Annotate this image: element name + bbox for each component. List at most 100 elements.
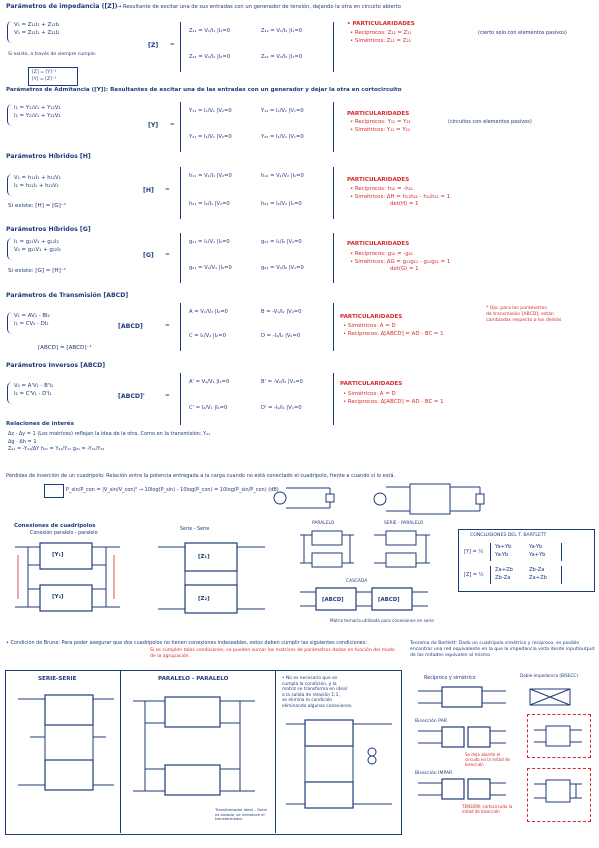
z-eq-1: V₁ = Z₁₁I₁ + Z₁₂I₂: [14, 22, 60, 28]
inv-a-cell: A' = V₂/V₁ |I₁=0: [189, 379, 230, 385]
h-brace: [7, 174, 13, 196]
bart-note-1: Se deja abierto el circuito en la mitad …: [465, 752, 510, 767]
abcd-b-cell: B = -V₁/I₂ |V₂=0: [261, 309, 302, 315]
inv-part-1: • Simétricos: A = D: [343, 391, 396, 397]
abcd-matrix: A = V₁/V₂ |I₂=0 B = -V₁/I₂ |V₂=0 C = I₁/…: [180, 303, 334, 351]
g-title: Parámetros Híbridos [G]: [6, 226, 91, 233]
abcd-note: [ABCD] = [ABCD]⁻¹: [38, 345, 92, 351]
h-eq-2: I₂ = h₂₁I₁ + h₂₂V₂: [14, 182, 59, 189]
conn-title: Conexiones de cuadripolos: [14, 523, 96, 529]
z-title: Parámetros de impedancia ([Z]): [6, 3, 118, 10]
brune-outer-box: [5, 670, 402, 835]
brune-divider-1: [120, 670, 121, 833]
g-brace: [7, 238, 13, 260]
h-part-3: det(H) = 1: [390, 201, 419, 208]
y-eq-1: I₁ = Y₁₁V₁ + Y₁₂V₂: [14, 105, 61, 111]
bartlett-z-matrix: Za+Zb Zb-Za Zb-Za Za+Zb: [490, 566, 562, 584]
g22-cell: g₂₂ = V₂/I₂ |V₁=0: [261, 265, 304, 271]
brune-paralelo-title: PARALELO - PARALELO: [158, 676, 229, 682]
ins-circuit-1: [273, 487, 335, 509]
z-note1: Si existe, a través de siempre cumple:: [8, 52, 97, 57]
z-part-1: • Recíprocos: Z₁₂ = Z₂₁: [350, 30, 412, 36]
z-part-note: (cierto solo con elementos pasivos): [478, 30, 567, 36]
y22-cell: Y₂₂ = I₂/V₂ |V₁=0: [261, 134, 304, 140]
inv-equations: V₂ = A'V₁ - B'I₁ I₂ = C'V₁ - D'I₁: [14, 383, 53, 398]
bart-z-21: Zb-Za: [495, 575, 511, 581]
inv-part-list: • Simétricos: A = D • Recíprocos: Δ[ABCD…: [343, 391, 444, 406]
g-equations: I₁ = g₁₁V₁ + g₁₂I₂ V₂ = g₂₁V₁ + g₂₂I₂: [14, 239, 61, 254]
z-eq-2: V₂ = Z₂₁I₁ + Z₂₂I₂: [14, 29, 60, 36]
y-equals: =: [170, 122, 175, 128]
ins-ratio-box: [44, 484, 64, 498]
bart-y-11: Ya+Yb: [495, 544, 512, 550]
cascade-diagram: [300, 587, 428, 611]
abcd-part-title: PARTICULARIDADES: [340, 314, 403, 320]
z-matrix-label: [Z]: [148, 42, 159, 49]
abcd-brace: [7, 312, 13, 334]
brune-mid-5: se elimina la condición: [282, 698, 333, 704]
brune-mid-1: • No es necesario que se: [282, 676, 338, 681]
bartlett-par-redbox: [527, 714, 591, 758]
conn-sub: Conexión paralelo - paralelo: [30, 531, 98, 536]
g-part-list: • Recíprocos: g₁₂ = -g₂₁ • Simétricos: Δ…: [350, 251, 450, 274]
brune-mid-4: a la salida de relación 1:1,: [282, 692, 340, 698]
y2-block-label: [Y₂]: [52, 594, 64, 600]
inv-c-cell: C' = I₂/V₁ |I₁=0: [189, 405, 228, 411]
h-equations: V₁ = h₁₁I₁ + h₁₂V₂ I₂ = h₂₁I₁ + h₂₂V₂: [14, 175, 61, 190]
ins-circuit-2: [373, 483, 485, 515]
z12-cell: Z₁₂ = V₁/I₂ |I₁=0: [261, 28, 302, 34]
h-matrix-label: [H]: [143, 187, 154, 194]
abcd-matrix-label: [ABCD]: [118, 323, 143, 330]
inv-brace: [7, 382, 13, 404]
bart-rec: Recíproco y simétrico: [424, 676, 476, 681]
g11-cell: g₁₁ = I₁/V₁ |I₂=0: [189, 239, 230, 245]
inv-equals: =: [165, 393, 170, 399]
z-equals: =: [170, 42, 175, 48]
bart-note-2: TENSIÓN: cortocircuito la mitad de bisec…: [462, 804, 513, 814]
z11-cell: Z₁₁ = V₁/I₁ |I₂=0: [189, 28, 230, 34]
z-part-title: • PARTICULARIDADES: [347, 21, 415, 27]
brune-caption: Transformador ideal – Serie es aislado, …: [215, 807, 267, 822]
y-title: Parámetros de Admitancia ([Y]): Resultan…: [6, 87, 402, 93]
conn-paralelo: PARALELO: [312, 521, 335, 526]
bartlett-symmetric-diagram: [418, 686, 506, 708]
g-part-3: det(G) = 1: [390, 266, 419, 273]
z-inverse-box: [28, 67, 78, 86]
abcd-a-cell: A = V₁/V₂ |I₂=0: [189, 309, 228, 315]
serie-serie-diagram: [158, 542, 265, 614]
brune-serie-diagram: [18, 694, 114, 791]
bartlett-impar-half: [534, 779, 582, 803]
abcd-title: Parámetros de Transmisión [ABCD]: [6, 292, 129, 299]
z22-cell: Z₂₂ = V₂/I₂ |I₁=0: [261, 54, 302, 60]
z-matrix: Z₁₁ = V₁/I₁ |I₂=0 Z₁₂ = V₁/I₂ |I₁=0 Z₂₁ …: [180, 22, 334, 72]
y-matrix: Y₁₁ = I₁/V₁ |V₂=0 Y₁₂ = I₁/V₂ |V₁=0 Y₂₁ …: [180, 102, 334, 152]
g-part-1: • Recíprocos: g₁₂ = -g₂₁: [350, 251, 413, 257]
y-matrix-label: [Y]: [148, 122, 159, 129]
h11-cell: h₁₁ = V₁/I₁ |V₂=0: [189, 173, 232, 179]
bart-eq: Doble-impedancia (BISECC): [520, 673, 578, 678]
bart-y-12: Ya-Yb: [529, 544, 543, 550]
abcd-red-note-3: cambiadas respecto a los demás: [486, 318, 562, 324]
bart-z-22: Za+Zb: [529, 575, 547, 581]
bart-title: Teorema de Bartlett: Dado un cuadripolo …: [410, 641, 595, 658]
brune-paralelo-diagram: [133, 696, 255, 796]
abcd-c-cell: C = I₁/V₂ |I₂=0: [189, 333, 226, 339]
h-part-2: • Simétricos: ΔH = h₁₁h₂₂ - h₁₂h₂₁ = 1: [350, 193, 451, 200]
y-part-list: • Recíprocos: Y₁₂ = Y₂₁ • Simétricos: Y₁…: [350, 119, 411, 134]
abcd-part-list: • Simétricos: A = D • Recíprocos: Δ[ABCD…: [343, 323, 444, 338]
h-part-1: • Recíprocos: h₁₂ = -h₂₁: [350, 186, 413, 192]
y11-cell: Y₁₁ = I₁/V₁ |V₂=0: [189, 108, 232, 114]
h-title: Parámetros Híbridos [H]: [6, 153, 91, 160]
ins-title: Pérdidas de inserción de un cuadripolo: …: [6, 473, 395, 479]
brune-title: • Condición de Brune: Para poder asegura…: [6, 640, 367, 646]
brune-mid-2: cumpla la condición, y la: [282, 681, 337, 687]
bartlett-par-half: [534, 725, 582, 747]
g-equals: =: [165, 252, 170, 258]
h-part-title: PARTICULARIDADES: [347, 177, 410, 183]
inv-title: Parámetros Inversos [ABCD]: [6, 362, 106, 369]
inv-part-title: PARTICULARIDADES: [340, 381, 403, 387]
z1-block-label: [Z₁]: [198, 554, 210, 560]
bartlett-impar-diagram: [418, 778, 506, 800]
conn-bart-z: [Z] = ½: [464, 572, 484, 578]
